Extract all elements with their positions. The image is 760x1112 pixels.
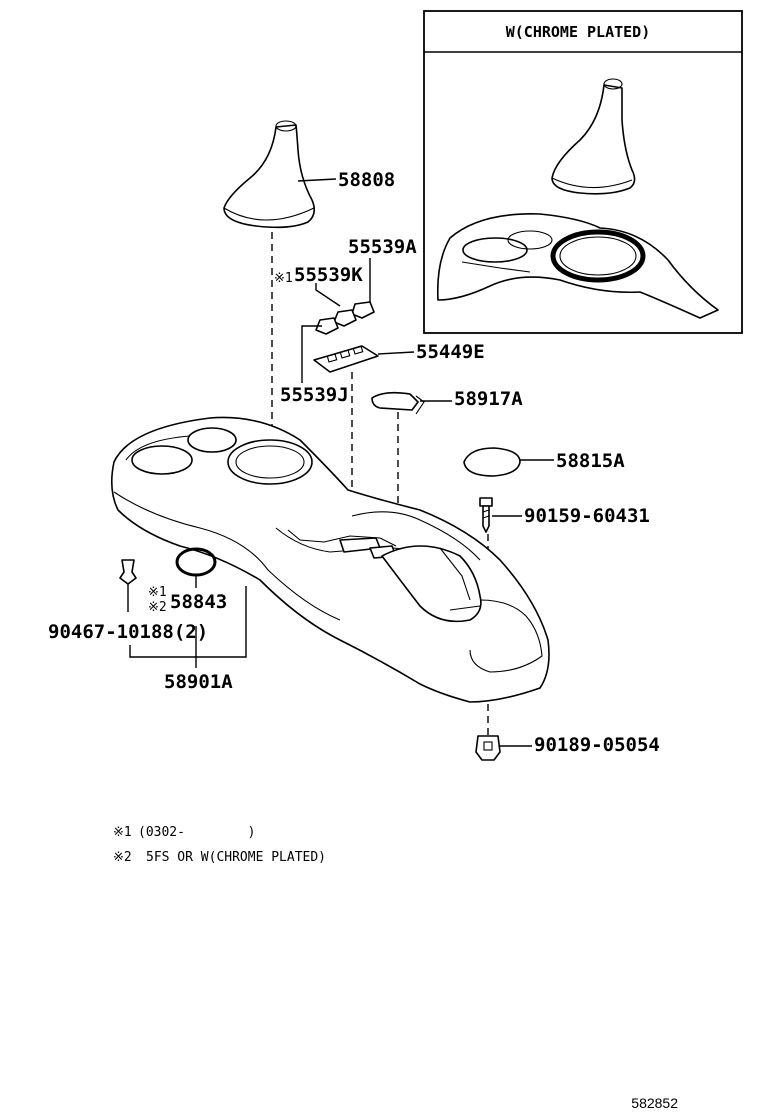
mark-58843-1: ※1 <box>148 585 167 600</box>
ring-58843: ※1 ※2 58843 <box>148 547 227 615</box>
inset-chrome-plated: W(CHROME PLATED) <box>423 10 743 334</box>
note2-text: 5FS OR W(CHROME PLATED) <box>146 850 326 865</box>
label-90467-10188: 90467-10188(2) <box>48 621 208 643</box>
console-box-58901A <box>110 416 550 703</box>
cover-58917A: 58917A <box>371 388 523 415</box>
shift-boot-58808: 58808 <box>223 120 395 229</box>
label-55539K: 55539K <box>294 264 363 286</box>
inset-title: W(CHROME PLATED) <box>506 23 651 41</box>
clip-90467-10188: 90467-10188(2) <box>48 559 208 643</box>
note1-mark: ※1 <box>113 825 132 840</box>
bracket-58901A: 58901A <box>129 586 247 693</box>
clip-55539A: 55539A <box>348 236 417 319</box>
label-55539A: 55539A <box>348 236 417 258</box>
indicator-plate-55449E: 55449E <box>313 341 485 373</box>
footnotes: ※1 (0302- ) ※2 5FS OR W(CHROME PLATED) <box>113 825 326 865</box>
mark-55539K: ※1 <box>274 271 293 286</box>
clip-55539K: ※1 55539K <box>274 264 363 327</box>
clip-90189-05054: 90189-05054 <box>475 704 660 761</box>
inset-console-drawing <box>436 213 719 319</box>
label-58843: 58843 <box>170 591 227 613</box>
label-90189-05054: 90189-05054 <box>534 734 660 756</box>
label-55539J: 55539J <box>280 384 349 406</box>
note2-mark: ※2 <box>113 850 132 865</box>
diagram-reference-number: 582852 <box>631 1095 678 1111</box>
label-58808: 58808 <box>338 169 395 191</box>
disc-58815A: 58815A <box>463 447 625 477</box>
note1-text: (0302- ) <box>138 825 255 840</box>
label-58815A: 58815A <box>556 450 625 472</box>
screw-90159-60431: 90159-60431 <box>479 497 650 533</box>
clip-55539J: 55539J <box>280 317 349 406</box>
label-58901A: 58901A <box>164 671 233 693</box>
mark-58843-2: ※2 <box>148 600 167 615</box>
label-55449E: 55449E <box>416 341 485 363</box>
inset-shift-boot-drawing <box>551 78 636 195</box>
label-58917A: 58917A <box>454 388 523 410</box>
label-90159-60431: 90159-60431 <box>524 505 650 527</box>
